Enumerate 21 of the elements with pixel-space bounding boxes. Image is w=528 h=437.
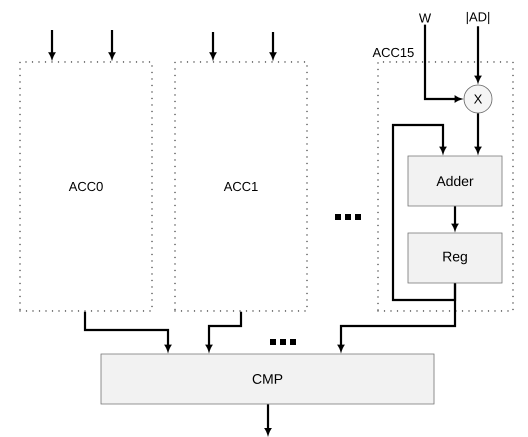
arrow: [452, 206, 458, 230]
process-box: Adder: [408, 156, 502, 206]
arrow: [264, 404, 272, 435]
arrow: [270, 32, 276, 60]
arrow: [474, 26, 482, 82]
arrow: [206, 312, 242, 352]
arrow: [84, 312, 172, 352]
arrow: [424, 24, 462, 102]
signal-label: W: [418, 14, 432, 22]
process-box: Reg: [408, 232, 502, 284]
node-label: ACC15: [372, 48, 414, 58]
arrow: [392, 124, 456, 302]
signal-label: |AD|: [466, 12, 490, 24]
arrow: [48, 30, 56, 60]
process-box: CMP: [100, 354, 434, 404]
arrow: [210, 32, 216, 60]
dotted-group-box: ACC0: [19, 61, 153, 312]
arrow: [108, 30, 116, 60]
arrow: [474, 113, 482, 154]
arrow: [338, 283, 456, 352]
dotted-group-box: ACC1: [174, 61, 308, 312]
